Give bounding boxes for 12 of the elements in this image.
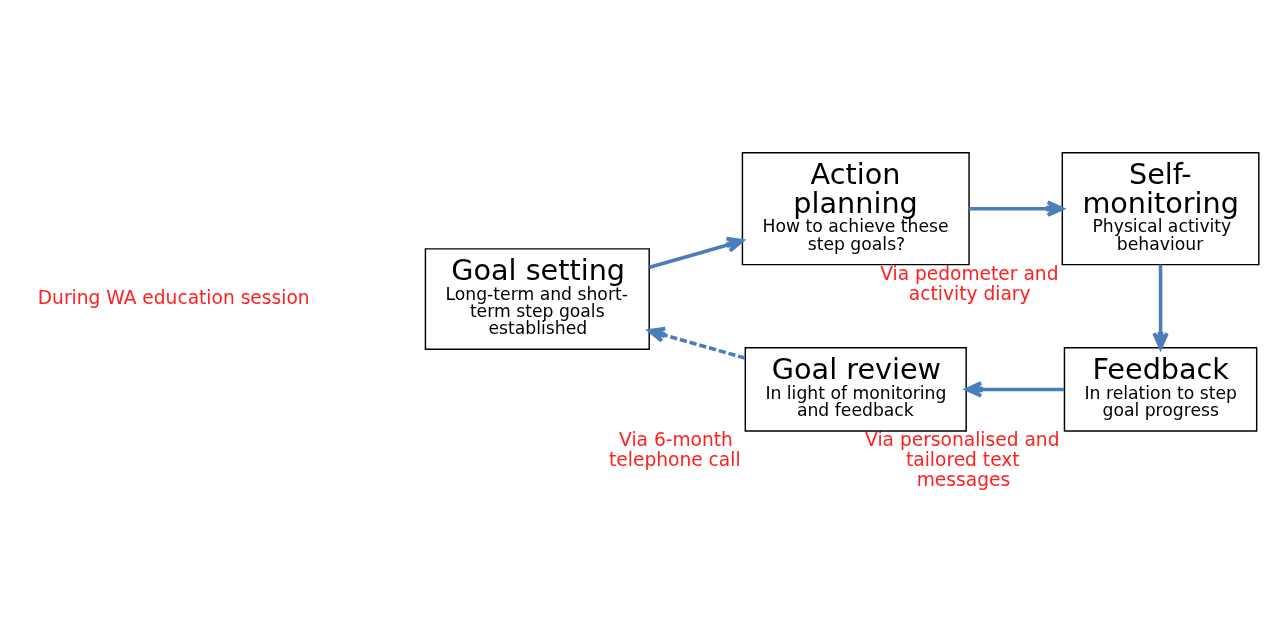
arrow: [647, 326, 746, 360]
node-box: Feedback In relation to step goal progress: [1063, 347, 1258, 432]
node-box: Goal review In light of monitoring and feedback: [744, 347, 967, 432]
node-label: Via 6-month telephone call: [609, 428, 741, 471]
arrow: [964, 381, 1065, 398]
label: During WA education session: [37, 286, 310, 308]
node-box: Goal setting Long-term and short-term step goals established: [424, 248, 650, 350]
arrow: [649, 236, 744, 270]
node-box: Action planning How to achieve these step goals?: [741, 152, 970, 266]
node-box: Self-monitoring Physical activity behaviour: [1061, 152, 1260, 266]
arrow: [969, 200, 1064, 217]
arrow: [1152, 264, 1169, 350]
